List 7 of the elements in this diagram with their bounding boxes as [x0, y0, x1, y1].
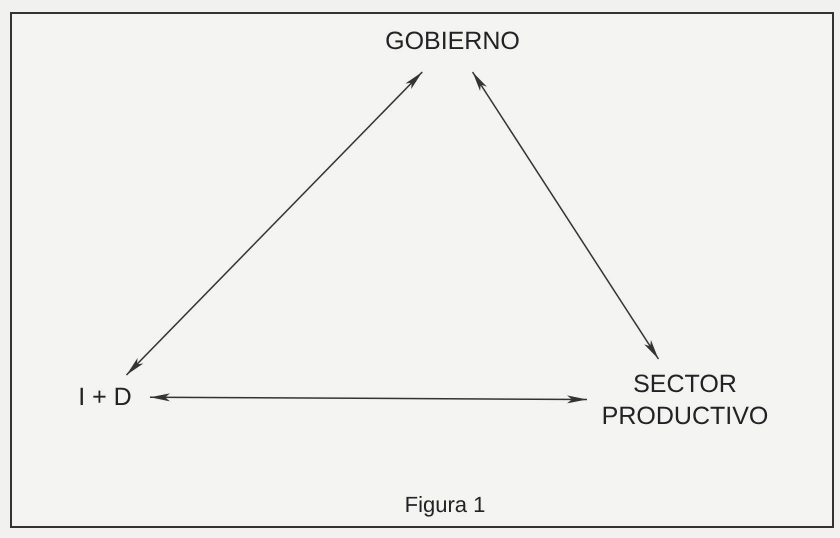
node-label: I + D	[78, 382, 132, 413]
double-arrow	[472, 72, 660, 360]
node-label: SECTOR PRODUCTIVO	[600, 368, 770, 432]
double-arrow	[150, 393, 587, 404]
node-label: GOBIERNO	[385, 26, 520, 57]
figure-caption: Figura 1	[404, 492, 486, 518]
double-arrow	[126, 71, 423, 376]
